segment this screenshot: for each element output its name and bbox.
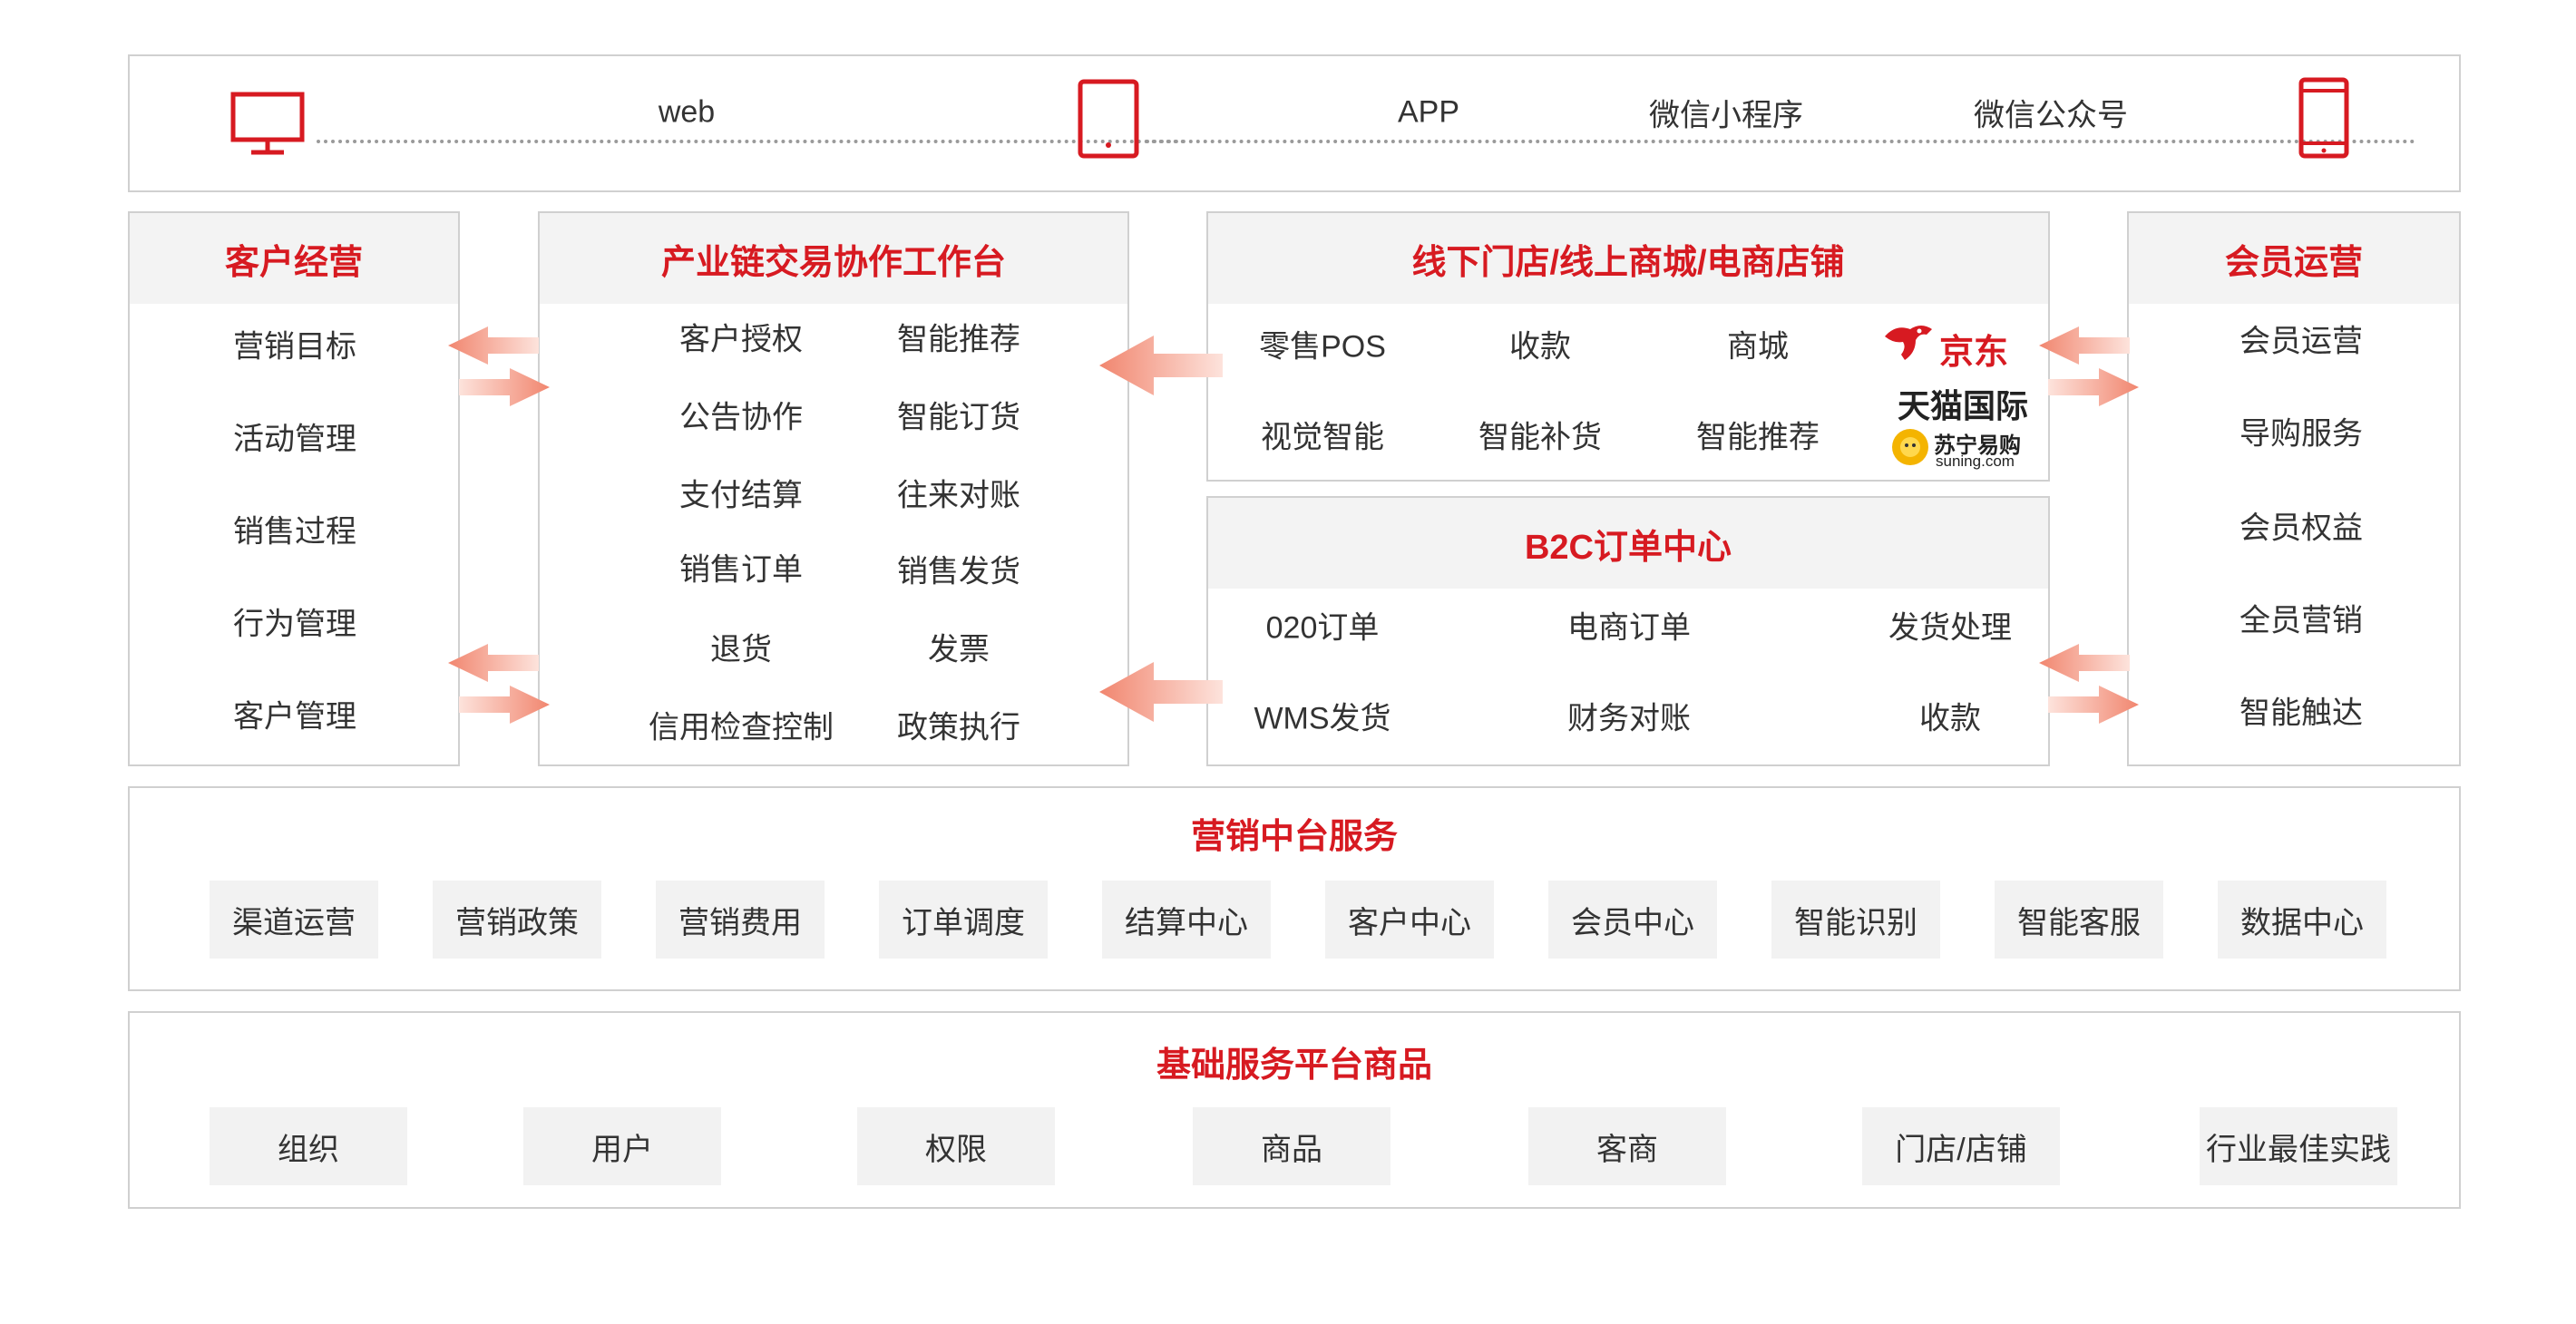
foundation-title: 基础服务平台商品: [1156, 1047, 1432, 1085]
suning-domain: suning.com: [1936, 453, 2015, 470]
arrow-stores-to-workbench: [1099, 336, 1223, 395]
channel-official-account: 微信公众号: [1965, 90, 2137, 135]
arrow-b2c-to-workbench: [1099, 662, 1223, 722]
marketing-item: 客户中心: [1325, 881, 1494, 959]
foundation-item: 用户: [523, 1107, 721, 1185]
stores-item: 智能补货: [1478, 420, 1602, 455]
marketing-item: 智能客服: [1995, 881, 2163, 959]
channel-connector-2: [1146, 140, 2415, 143]
arrow-right-to-workbench: [459, 686, 550, 724]
marketing-item: 营销政策: [433, 881, 601, 959]
workbench-title: 产业链交易协作工作台: [540, 213, 1127, 304]
workbench-item: 信用检查控制: [649, 710, 834, 745]
tmall-logo: 天猫国际: [1898, 387, 2029, 424]
member-panel: 会员运营 会员运营 导购服务 会员权益 全员营销 智能触达: [2127, 211, 2461, 766]
member-title: 会员运营: [2129, 213, 2459, 304]
marketing-panel: 营销中台服务 渠道运营 营销政策 营销费用 订单调度 结算中心 客户中心 会员中…: [128, 786, 2461, 991]
marketing-item: 智能识别: [1771, 881, 1940, 959]
channel-web: web: [649, 94, 725, 131]
jd-dog-icon: [1885, 326, 1932, 360]
suning-lion-icon: [1892, 429, 1928, 465]
workbench-item: 退货: [710, 632, 772, 667]
marketing-title: 营销中台服务: [1190, 818, 1398, 856]
customer-panel: 客户经营 营销目标 活动管理 销售过程 行为管理 客户管理: [128, 211, 460, 766]
b2c-item: 财务对账: [1567, 701, 1691, 736]
foundation-panel: 基础服务平台商品 组织 用户 权限 商品 客商 门店/店铺 行业最佳实践: [128, 1011, 2461, 1209]
phone-icon: [2298, 77, 2349, 159]
workbench-item: 往来对账: [897, 478, 1020, 513]
stores-item: 商城: [1727, 329, 1789, 365]
workbench-item: 智能订货: [897, 400, 1020, 435]
arrow-right-to-member: [2048, 368, 2139, 406]
workbench-panel: 产业链交易协作工作台 客户授权 公告协作 支付结算 销售订单 退货 信用检查控制…: [538, 211, 1129, 766]
b2c-item: WMS发货: [1254, 701, 1391, 736]
workbench-item: 支付结算: [679, 478, 803, 513]
marketing-item: 渠道运营: [210, 881, 378, 959]
stores-title: 线下门店/线上商城/电商店铺: [1208, 213, 2048, 304]
foundation-item: 组织: [210, 1107, 407, 1185]
stores-item: 视觉智能: [1261, 420, 1384, 455]
member-item: 导购服务: [2239, 416, 2363, 452]
foundation-item: 客商: [1528, 1107, 1726, 1185]
arrow-right-to-workbench: [459, 368, 550, 406]
arrow-left-to-customer: [448, 326, 539, 365]
b2c-item: 收款: [1919, 701, 1981, 736]
foundation-item: 行业最佳实践: [2200, 1107, 2397, 1185]
stores-item: 零售POS: [1259, 329, 1386, 365]
member-item: 智能触达: [2239, 696, 2363, 731]
channel-app: APP: [1388, 94, 1469, 131]
foundation-item: 权限: [857, 1107, 1055, 1185]
workbench-item: 客户授权: [679, 322, 803, 357]
b2c-item: 发货处理: [1888, 610, 2012, 646]
arrow-left-to-stores: [2039, 326, 2130, 365]
foundation-item: 商品: [1193, 1107, 1390, 1185]
marketing-item: 会员中心: [1548, 881, 1717, 959]
workbench-item: 公告协作: [679, 400, 803, 435]
marketing-item: 营销费用: [656, 881, 825, 959]
member-item: 会员权益: [2239, 511, 2363, 546]
channel-mini-program: 微信小程序: [1640, 90, 1812, 135]
b2c-item: 电商订单: [1567, 610, 1691, 646]
workbench-item: 智能推荐: [897, 322, 1020, 357]
workbench-item: 发票: [928, 632, 990, 667]
b2c-title: B2C订单中心: [1208, 498, 2048, 589]
b2c-panel: B2C订单中心 020订单 电商订单 发货处理 WMS发货 财务对账 收款: [1206, 496, 2050, 766]
customer-title: 客户经营: [130, 213, 458, 304]
customer-item: 活动管理: [233, 422, 356, 457]
channel-connector-1: [317, 140, 1186, 143]
workbench-item: 销售发货: [897, 554, 1020, 589]
customer-item: 营销目标: [233, 329, 356, 365]
customer-item: 行为管理: [233, 607, 356, 642]
stores-item: 智能推荐: [1696, 420, 1820, 455]
customer-item: 销售过程: [233, 514, 356, 550]
marketing-item: 订单调度: [879, 881, 1048, 959]
foundation-item: 门店/店铺: [1862, 1107, 2060, 1185]
stores-panel: 线下门店/线上商城/电商店铺 零售POS 收款 商城 视觉智能 智能补货 智能推…: [1206, 211, 2050, 482]
jd-logo: 京东: [1939, 334, 2009, 372]
suning-logo: 苏宁易购: [1934, 433, 2021, 458]
marketing-item: 结算中心: [1102, 881, 1271, 959]
member-item: 会员运营: [2239, 324, 2363, 359]
marketing-item: 数据中心: [2218, 881, 2386, 959]
workbench-item: 销售订单: [679, 552, 803, 588]
stores-item: 收款: [1509, 329, 1571, 365]
customer-item: 客户管理: [233, 699, 356, 735]
tablet-icon: [1078, 79, 1139, 159]
member-item: 全员营销: [2239, 603, 2363, 638]
arrow-left-to-b2c: [2039, 644, 2130, 682]
channel-bar: web APP 微信小程序 微信公众号: [128, 54, 2461, 192]
monitor-icon: [230, 92, 305, 155]
b2c-item: 020订单: [1265, 610, 1380, 646]
workbench-item: 政策执行: [897, 710, 1020, 745]
arrow-right-to-member: [2048, 686, 2139, 724]
arrow-left-to-customer: [448, 644, 539, 682]
